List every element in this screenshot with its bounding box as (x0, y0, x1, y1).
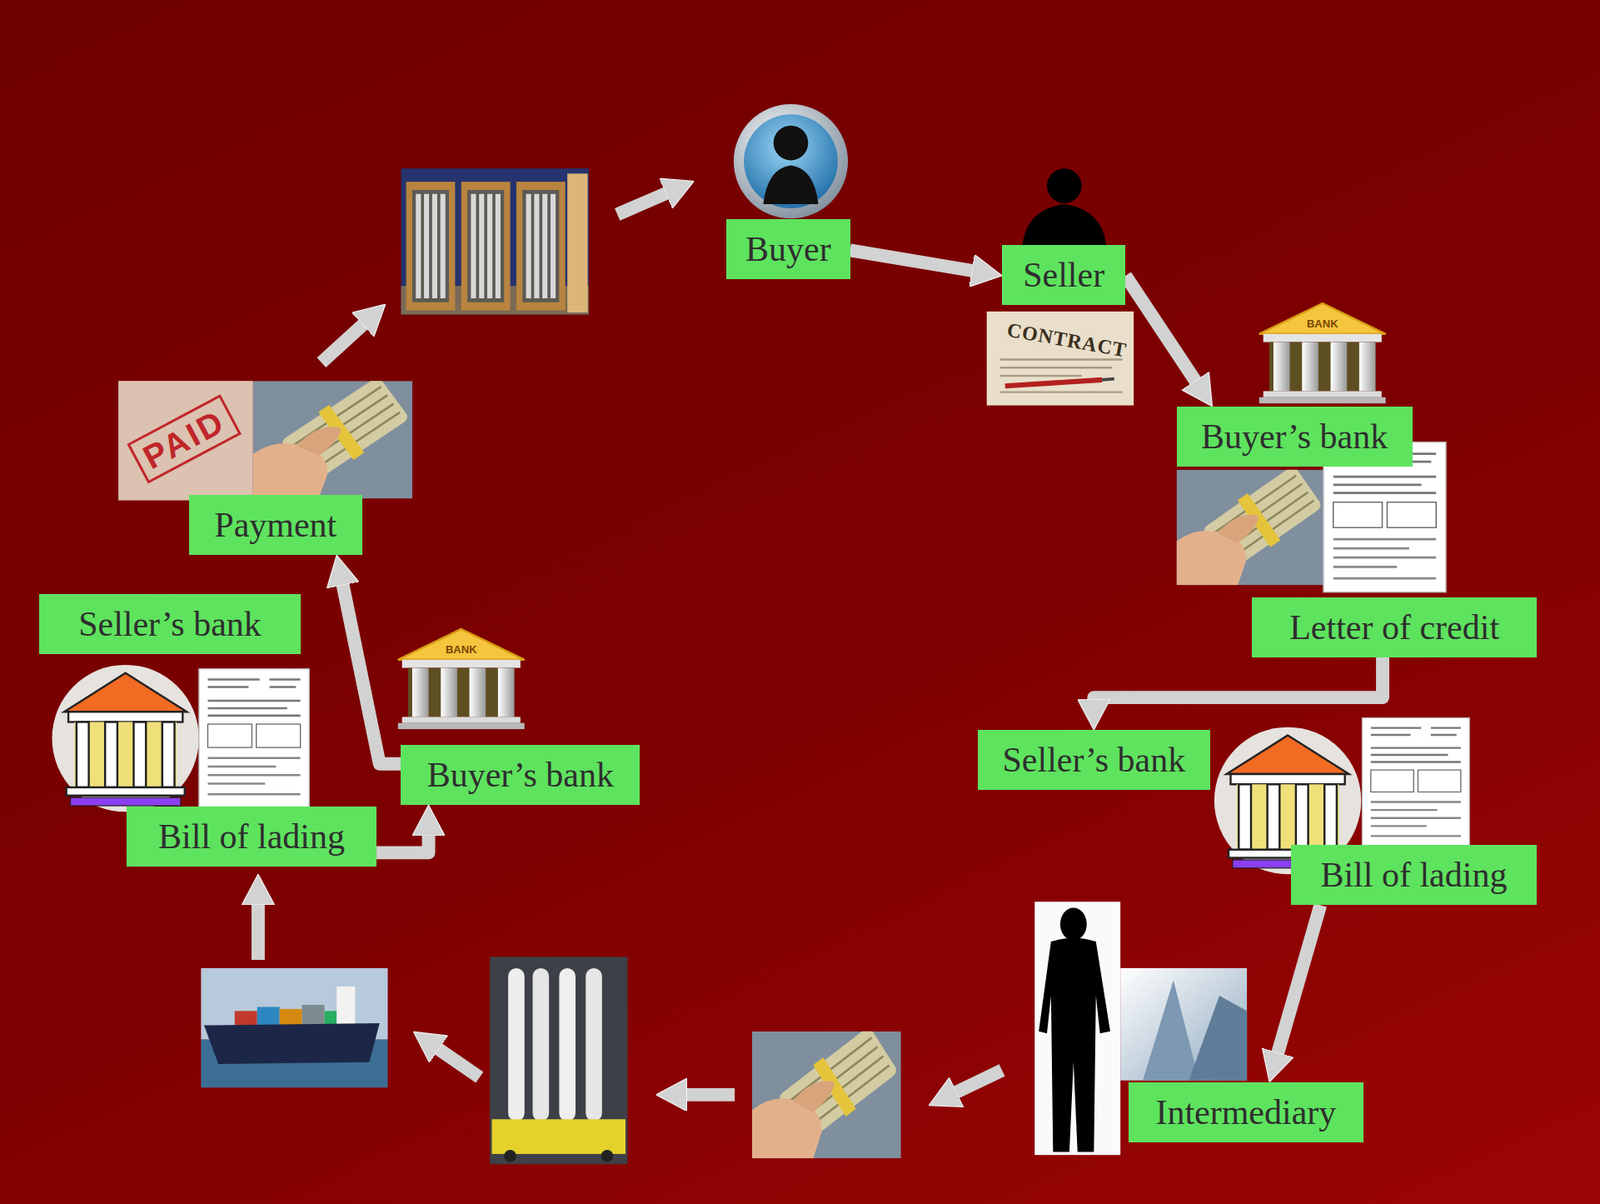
document-image (199, 668, 310, 808)
label-text: Letter of credit (1263, 605, 1526, 649)
label-box: Seller’s bank (39, 593, 302, 654)
goods-crates-photo (400, 168, 589, 315)
flow-arrows (258, 190, 1002, 1095)
flow-connector (376, 829, 429, 853)
bank-sign: BANK (1306, 318, 1339, 329)
bank-icon (398, 628, 525, 729)
flow-connector (1093, 657, 1383, 706)
label-text: Payment (200, 503, 351, 547)
flow-connector (850, 249, 979, 272)
bank-sign: BANK (445, 643, 478, 655)
label-box: Bill of lading (1290, 844, 1537, 905)
money-photo (253, 373, 413, 499)
bank-icon (51, 664, 199, 812)
factory-photo (489, 956, 628, 1164)
label-box: Buyer’s bank (400, 744, 640, 805)
label-box: Buyer (726, 219, 850, 280)
ship-photo (200, 967, 388, 1087)
building-photo (1120, 967, 1247, 1081)
document-image (1362, 717, 1471, 848)
label-text: Intermediary (1140, 1090, 1352, 1134)
flow-connector (341, 578, 401, 764)
label-text: Seller (1013, 253, 1114, 297)
label-text: Bill of lading (138, 814, 365, 858)
label-box: Payment (189, 494, 363, 555)
label-text: Seller’s bank (989, 737, 1199, 782)
label-box: Letter of credit (1251, 597, 1537, 658)
bank-icon (1259, 303, 1386, 404)
label-text: Seller’s bank (50, 602, 290, 646)
contract-photo (986, 311, 1134, 406)
seller-silhouette (1022, 168, 1107, 245)
flow-connector (1276, 904, 1321, 1058)
label-box: Seller’s bank (977, 729, 1211, 790)
intermediary-silhouette (1034, 901, 1121, 1155)
label-box: Buyer’s bank (1176, 406, 1413, 467)
buyer-icon (733, 104, 848, 219)
label-text: Buyer’s bank (412, 752, 629, 797)
flow-connector (1125, 275, 1199, 386)
label-box: Seller (1001, 244, 1126, 305)
label-text: Buyer’s bank (1188, 414, 1401, 459)
money-photo (1176, 462, 1326, 586)
money-photo (752, 1022, 902, 1158)
label-box: Bill of lading (126, 806, 377, 867)
stamp-photo (118, 380, 254, 500)
label-text: Bill of lading (1302, 852, 1526, 897)
label-text: Buyer (737, 227, 838, 271)
label-box: Intermediary (1128, 1081, 1364, 1142)
